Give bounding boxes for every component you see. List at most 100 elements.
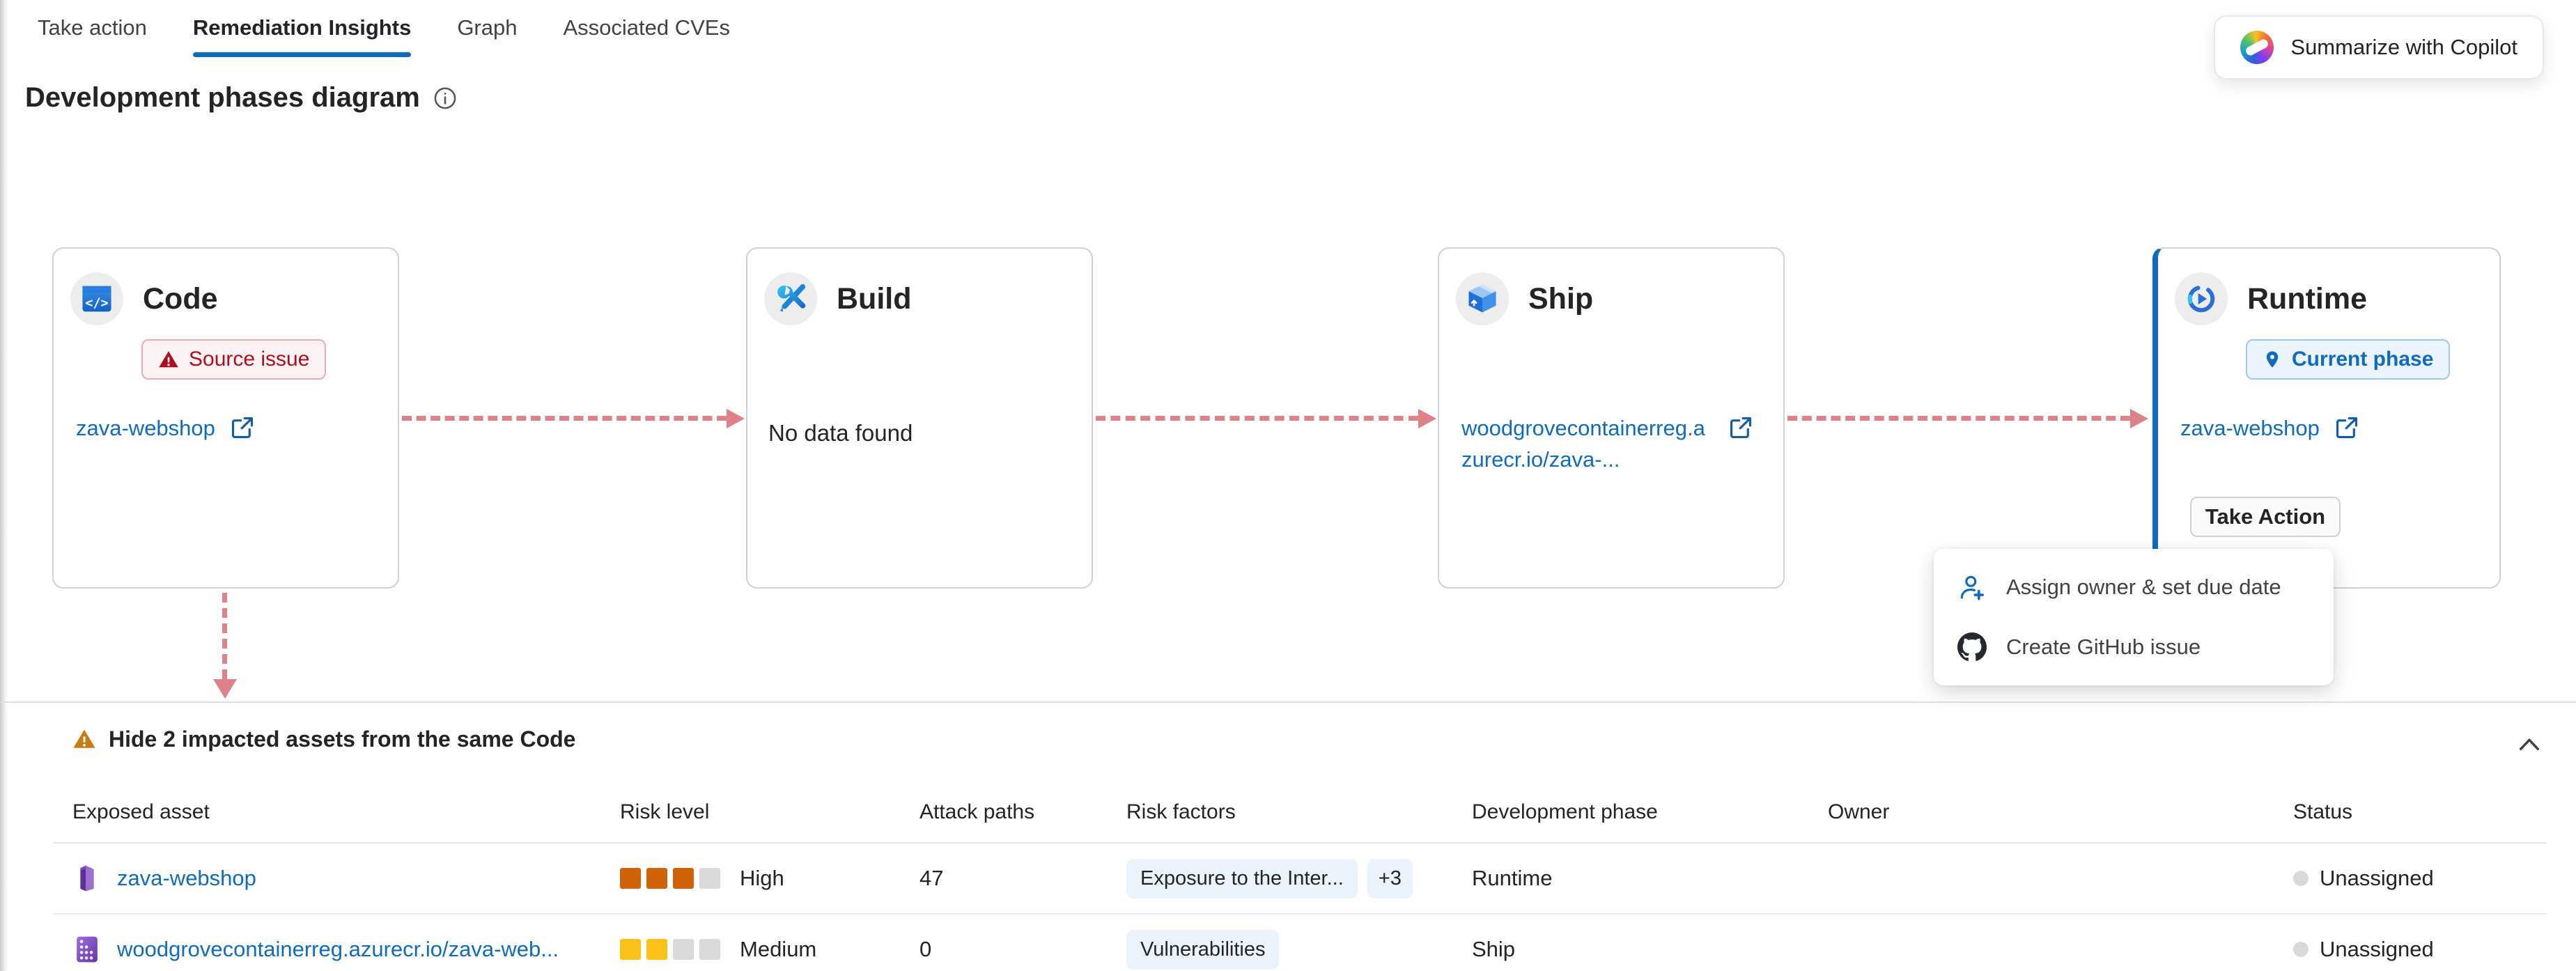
runtime-asset-link[interactable]: zava-webshop [2180, 416, 2320, 440]
status-label: Unassigned [2320, 937, 2434, 961]
risk-level-label: High [740, 866, 784, 890]
external-link-icon[interactable] [229, 414, 256, 441]
external-link-icon[interactable] [1728, 414, 1754, 441]
asset-link[interactable]: zava-webshop [117, 866, 256, 890]
risk-factor-pill[interactable]: Exposure to the Inter... [1126, 858, 1358, 899]
tab-label: Graph [457, 15, 518, 40]
flow-arrow-code-to-assets [213, 593, 237, 699]
flow-arrow-code-to-build [402, 409, 745, 428]
impacted-assets-toggle[interactable]: Hide 2 impacted assets from the same Cod… [72, 724, 575, 754]
page-title: Development phases diagram [25, 82, 420, 113]
exposed-asset-cell: woodgrovecontainerreg.azurecr.io/zava-we… [53, 935, 620, 964]
status-dot [2293, 942, 2309, 957]
source-issue-label: Source issue [189, 348, 310, 371]
risk-factor-pill[interactable]: Vulnerabilities [1126, 929, 1280, 970]
no-data-text: No data found [768, 420, 913, 446]
container-registry-icon [77, 936, 98, 963]
risk-level-label: Medium [740, 937, 817, 961]
col-header-status: Status [2293, 800, 2353, 823]
collapse-section-button[interactable] [2512, 728, 2547, 763]
info-icon[interactable] [433, 86, 458, 111]
svg-text:</>: </> [85, 296, 108, 311]
phase-card-build: Build No data found [746, 247, 1093, 589]
active-tab-underline [192, 52, 412, 57]
flow-arrow-ship-to-runtime [1787, 409, 2148, 428]
card-title: Runtime [2247, 281, 2367, 316]
ship-asset-link[interactable]: woodgrovecontainerreg.azurecr.io/zava-..… [1461, 416, 1705, 472]
summarize-with-copilot-button[interactable]: Summarize with Copilot [2214, 15, 2544, 79]
tab-take-action[interactable]: Take action [38, 15, 147, 57]
col-header-owner: Owner [1828, 800, 1890, 823]
external-link-icon[interactable] [2334, 414, 2360, 441]
table-row[interactable]: woodgrovecontainerreg.azurecr.io/zava-we… [53, 915, 2547, 971]
development-phase-cell: Ship [1472, 937, 1516, 961]
flow-arrow-build-to-ship [1096, 409, 1436, 428]
current-phase-badge: Current phase [2246, 339, 2451, 380]
take-action-menu: Assign owner & set due date Create GitHu… [1934, 549, 2334, 685]
risk-bar [673, 939, 694, 960]
menu-item-create-github-issue[interactable]: Create GitHub issue [1934, 617, 2334, 677]
source-issue-badge: Source issue [141, 339, 327, 380]
menu-item-label: Assign owner & set due date [2006, 575, 2281, 599]
runtime-icon [2175, 272, 2228, 325]
tab-graph[interactable]: Graph [457, 15, 517, 57]
col-header-attack-paths: Attack paths [920, 800, 1035, 823]
card-title: Code [143, 281, 218, 316]
tab-label: Associated CVEs [563, 15, 730, 40]
col-header-exposed-asset: Exposed asset [72, 800, 210, 823]
impacted-assets-header: Hide 2 impacted assets from the same Cod… [109, 726, 576, 752]
impacted-assets-table: Exposed asset Risk level Attack paths Ri… [53, 782, 2547, 971]
risk-level-cell: High [620, 866, 920, 891]
warning-icon-orange [73, 729, 95, 748]
risk-bar [646, 939, 667, 960]
risk-level-cell: Medium [620, 937, 920, 962]
menu-item-label: Create GitHub issue [2006, 635, 2201, 659]
copilot-icon [2240, 31, 2274, 64]
risk-factors-cell: Exposure to the Inter... +3 [1126, 858, 1472, 899]
card-title: Ship [1528, 281, 1594, 316]
card-header: Build [764, 272, 1092, 325]
warning-icon-red [159, 351, 178, 368]
phase-card-runtime-current: Runtime Current phase zava-webshop Take … [2152, 247, 2501, 589]
card-title: Build [837, 281, 912, 316]
attack-paths-cell: 0 [920, 937, 932, 961]
chevron-up-icon [2520, 738, 2539, 750]
section-title-row: Development phases diagram [25, 82, 458, 114]
risk-bar [699, 939, 720, 960]
build-icon [764, 272, 817, 325]
tab-remediation-insights[interactable]: Remediation Insights [192, 15, 412, 57]
table-row[interactable]: zava-webshop High 47 Exposure to the Int… [53, 844, 2547, 915]
risk-factors-cell: Vulnerabilities [1126, 929, 1472, 970]
status-label: Unassigned [2320, 866, 2434, 890]
person-add-icon [1957, 573, 1987, 602]
risk-bar [646, 868, 667, 889]
pin-icon [2266, 351, 2279, 368]
web-app-icon [80, 865, 94, 892]
take-action-button[interactable]: Take Action [2190, 497, 2341, 537]
current-phase-label: Current phase [2292, 348, 2434, 371]
risk-bar [620, 939, 641, 960]
phase-card-code: </> Code Source issue zava-webshop [52, 247, 399, 589]
attack-paths-cell: 47 [920, 866, 944, 890]
tab-label: Remediation Insights [192, 15, 412, 40]
status-cell: Unassigned [2293, 937, 2547, 962]
table-header-row: Exposed asset Risk level Attack paths Ri… [53, 782, 2547, 844]
status-cell: Unassigned [2293, 866, 2547, 891]
code-asset-link[interactable]: zava-webshop [76, 416, 215, 440]
asset-link-row: zava-webshop [76, 413, 256, 444]
risk-bar [699, 868, 720, 889]
risk-bar [620, 868, 641, 889]
asset-link-row: woodgrovecontainerreg.azurecr.io/zava-..… [1461, 413, 1754, 476]
development-phase-cell: Runtime [1472, 866, 1553, 890]
exposed-asset-cell: zava-webshop [53, 864, 620, 893]
status-dot [2293, 871, 2309, 886]
tab-bar: Take action Remediation Insights Graph A… [38, 15, 776, 57]
asset-link[interactable]: woodgrovecontainerreg.azurecr.io/zava-we… [117, 937, 559, 961]
tab-associated-cves[interactable]: Associated CVEs [563, 15, 730, 57]
menu-item-assign-owner[interactable]: Assign owner & set due date [1934, 557, 2334, 617]
github-icon [1957, 632, 1987, 662]
col-header-development-phase: Development phase [1472, 800, 1658, 823]
risk-factor-more-pill[interactable]: +3 [1367, 858, 1413, 899]
card-header: </> Code [70, 272, 398, 325]
impacted-assets-section: Hide 2 impacted assets from the same Cod… [0, 701, 2576, 971]
